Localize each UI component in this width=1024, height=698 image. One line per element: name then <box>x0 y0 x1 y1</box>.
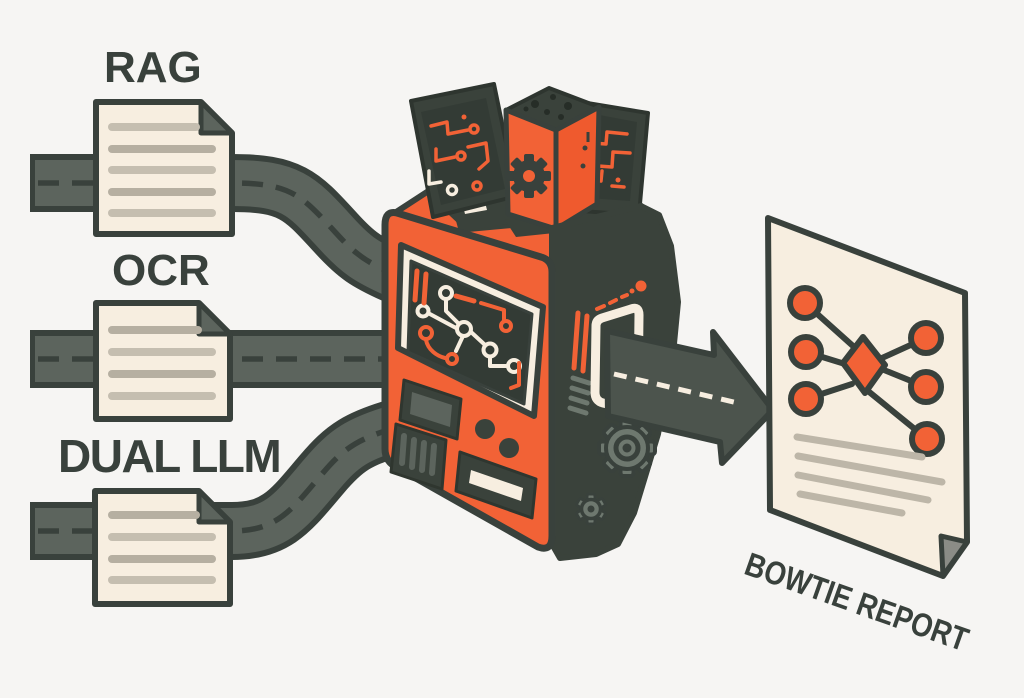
processor-machine-icon <box>381 82 681 561</box>
machine-button <box>475 419 495 439</box>
arrow-icon <box>604 328 776 466</box>
label-ocr: OCR <box>112 246 210 295</box>
document-dual-llm-icon <box>92 488 233 607</box>
network-screen-icon <box>395 242 546 419</box>
document-ocr-icon <box>93 300 233 422</box>
bowtie-diagram-icon <box>787 285 945 457</box>
document-rag-icon <box>93 99 235 237</box>
road-rag-icon <box>30 154 410 303</box>
small-gear-icon <box>575 492 607 526</box>
label-rag: RAG <box>104 43 202 92</box>
vent-icon <box>389 422 448 491</box>
label-dual-llm: DUAL LLM <box>58 430 282 482</box>
road-dual-llm-icon <box>30 398 410 560</box>
front-tray-slot <box>454 450 538 520</box>
circuit-monitor-left-icon <box>409 82 519 219</box>
cube-gear-icon <box>507 154 551 198</box>
gear-icon <box>597 418 657 478</box>
circuit-cube-icon <box>503 86 602 232</box>
machine-button <box>499 438 519 458</box>
report-icon <box>765 215 970 579</box>
front-slot-panel <box>398 378 463 441</box>
